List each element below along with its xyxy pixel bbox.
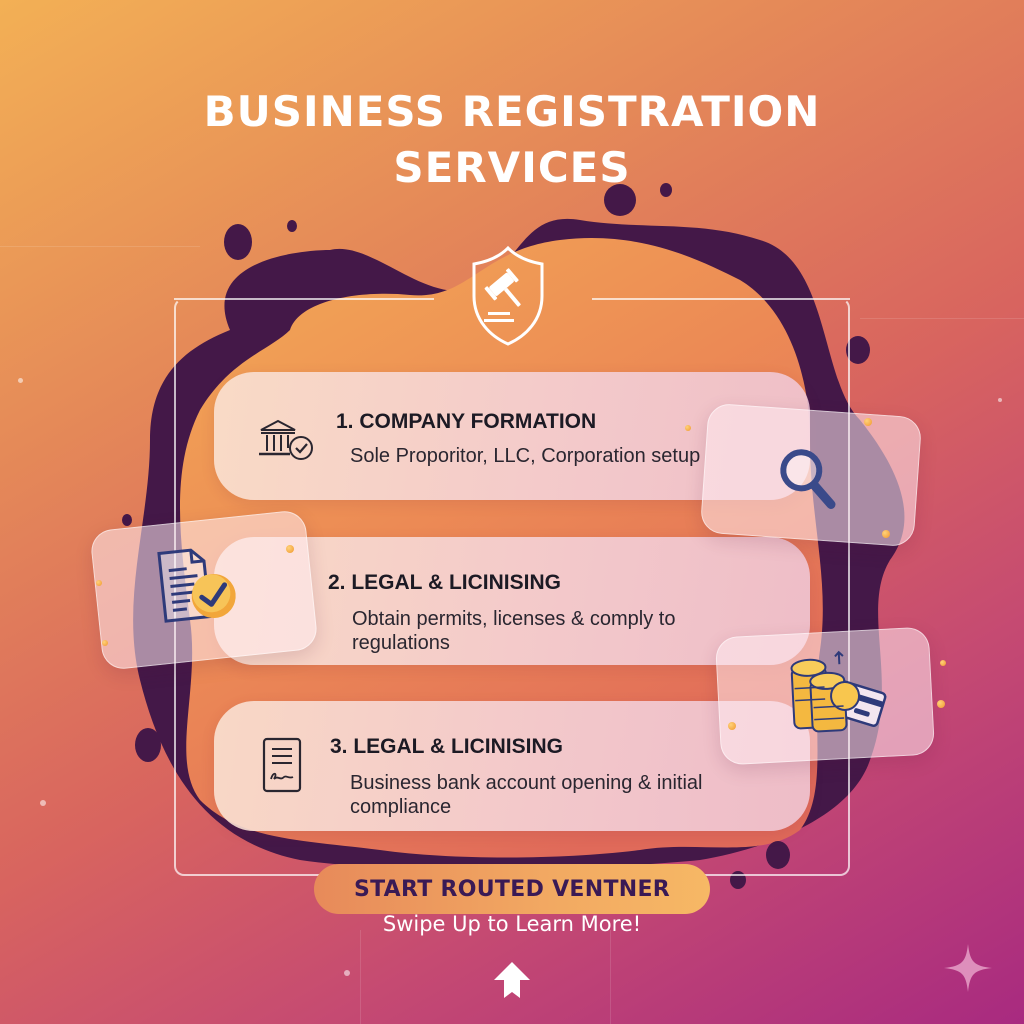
- coins-card-icon: [790, 650, 887, 733]
- decor-dot: [102, 640, 108, 646]
- service-description-line: Obtain permits, licenses & comply to: [352, 608, 676, 630]
- service-title: 3. LEGAL & LICINISING: [330, 735, 563, 758]
- service-description: Obtain permits, licenses & comply to reg…: [352, 607, 675, 655]
- decor-dot: [286, 545, 294, 553]
- shield-gavel-icon: [472, 245, 544, 346]
- service-card-bank-compliance[interactable]: 3. LEGAL & LICINISING Business bank acco…: [214, 701, 810, 831]
- title-line-2: SERVICES: [393, 143, 631, 192]
- signed-document-icon: [262, 737, 302, 793]
- decor-dot: [940, 660, 946, 666]
- service-description-line: regulations: [352, 632, 450, 654]
- page-title: BUSINESS REGISTRATION SERVICES: [0, 84, 1024, 196]
- network-line: [860, 318, 1024, 319]
- decor-dot: [937, 700, 945, 708]
- frame-top-line: [592, 298, 850, 300]
- decor-dot: [685, 425, 691, 431]
- network-line: [360, 930, 361, 1024]
- swipe-up-text: Swipe Up to Learn More!: [382, 912, 642, 936]
- document-check-icon: [157, 548, 236, 623]
- frame-top-line: [174, 298, 434, 300]
- service-description-line: Business bank account opening & initial: [350, 772, 703, 794]
- decor-dot: [882, 530, 890, 538]
- service-description-line: compliance: [350, 796, 452, 818]
- magnifier-icon: [780, 449, 836, 509]
- service-title: 1. COMPANY FORMATION: [336, 410, 597, 433]
- service-description: Business bank account opening & initial …: [350, 771, 702, 819]
- floating-card-search: [699, 402, 923, 548]
- bank-check-icon: [259, 419, 313, 460]
- service-description: Sole Proporitor, LLC, Corporation setup: [350, 445, 701, 467]
- arrow-up-icon[interactable]: [492, 960, 532, 1000]
- decor-dot: [864, 418, 872, 426]
- decor-dot: [96, 580, 102, 586]
- floating-card-document: [89, 509, 319, 671]
- sparkle-glow: [18, 378, 23, 383]
- floating-card-coins: [714, 626, 936, 766]
- start-button[interactable]: START ROUTED VENTNER: [314, 864, 710, 914]
- title-line-1: BUSINESS REGISTRATION: [203, 87, 821, 136]
- decor-dot: [728, 722, 736, 730]
- network-line: [0, 246, 200, 247]
- service-title: 2. LEGAL & LICINISING: [328, 571, 561, 594]
- sparkle-glow: [998, 398, 1002, 402]
- sparkle-glow: [344, 970, 350, 976]
- network-line: [610, 930, 611, 1024]
- sparkle-icon: [944, 944, 992, 992]
- sparkle-glow: [40, 800, 46, 806]
